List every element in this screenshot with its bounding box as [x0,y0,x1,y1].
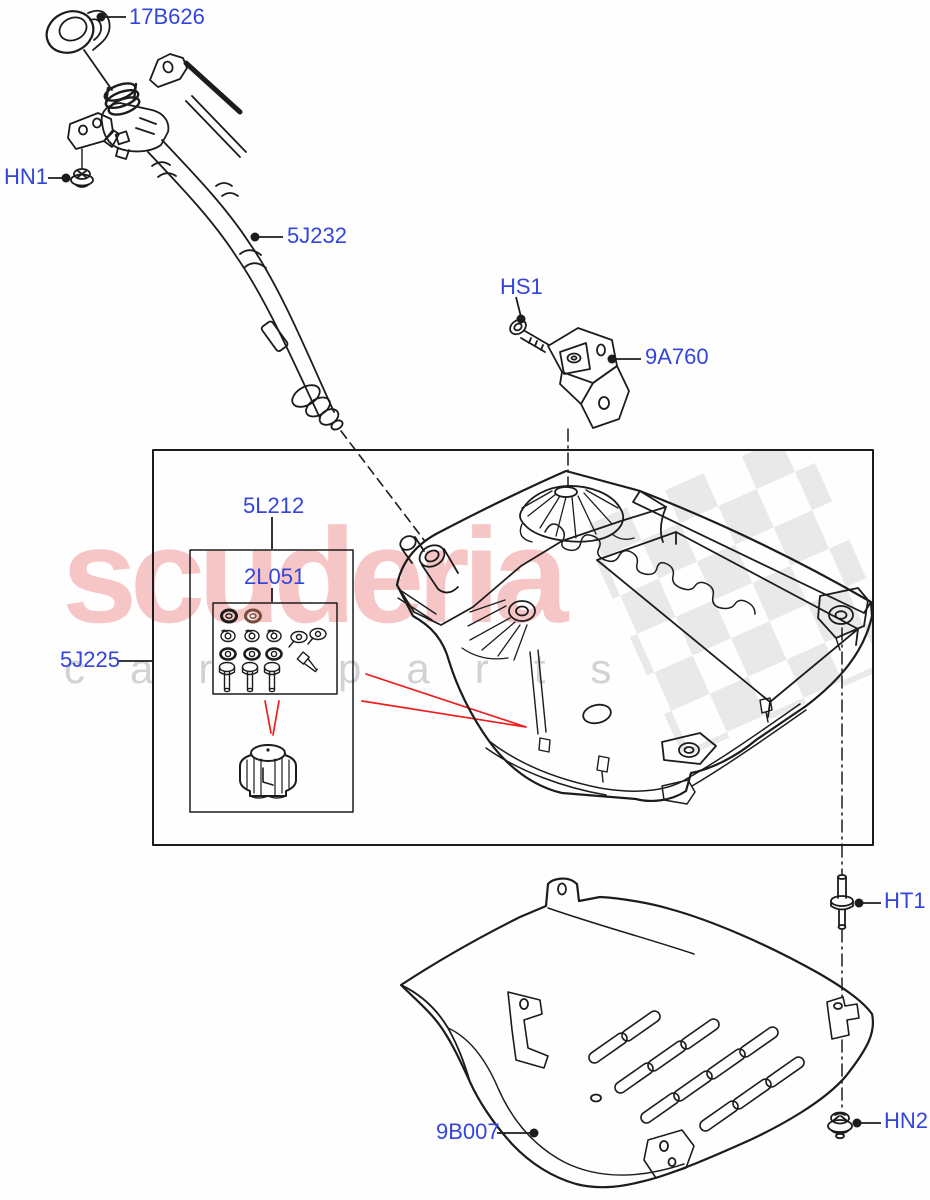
watermark-brand-text: scuderia [62,500,568,651]
parts-kit-box [189,549,354,813]
hardware-kit-contents [218,608,327,693]
hs1-screw-drawing [509,318,550,353]
part-label-HN2: HN2 [884,1108,929,1133]
leader-dot-9B007 [529,1128,539,1138]
watermark-subtext-car: car [64,645,258,692]
fuel-filler-cap-drawing [45,9,113,91]
leader-dot-17B626 [96,12,106,22]
frame-box [152,449,874,846]
leader-dot-HN1 [61,173,71,183]
drain-cap-drawing [239,744,297,799]
fuel-tank-drawing [395,469,874,805]
tank-guard-drawing [399,877,874,1189]
leader-dot-HS1 [516,314,526,324]
part-label-HN1: HN1 [4,164,49,189]
part-label-9B007: 9B007 [436,1119,500,1144]
part-label-17B626: 17B626 [129,4,205,29]
leader-dot-HT1 [854,898,864,908]
part-label-5J225: 5J225 [60,647,120,672]
part-label-5L212: 5L212 [243,493,305,518]
fuel-filler-pipe-drawing [67,53,425,541]
part-label-2L051: 2L051 [244,564,306,589]
leader-line-HS1 [515,296,522,318]
mounting-bracket-9a760-drawing [547,327,630,487]
hn2-nut-drawing [827,1111,853,1140]
part-label-5J232: 5J232 [287,223,347,248]
ht1-stud-drawing [830,874,854,930]
hn1-nut-drawing [70,168,94,188]
part-label-HS1: HS1 [500,274,543,299]
part-label-9A760: 9A760 [645,344,709,369]
leader-dot-5J232 [250,232,260,242]
part-label-HT1: HT1 [884,888,926,913]
red-leader-lines [361,673,527,728]
leader-dot-HN2 [852,1118,862,1128]
red-arrow [264,700,280,736]
leader-dot-9A760 [607,354,617,364]
